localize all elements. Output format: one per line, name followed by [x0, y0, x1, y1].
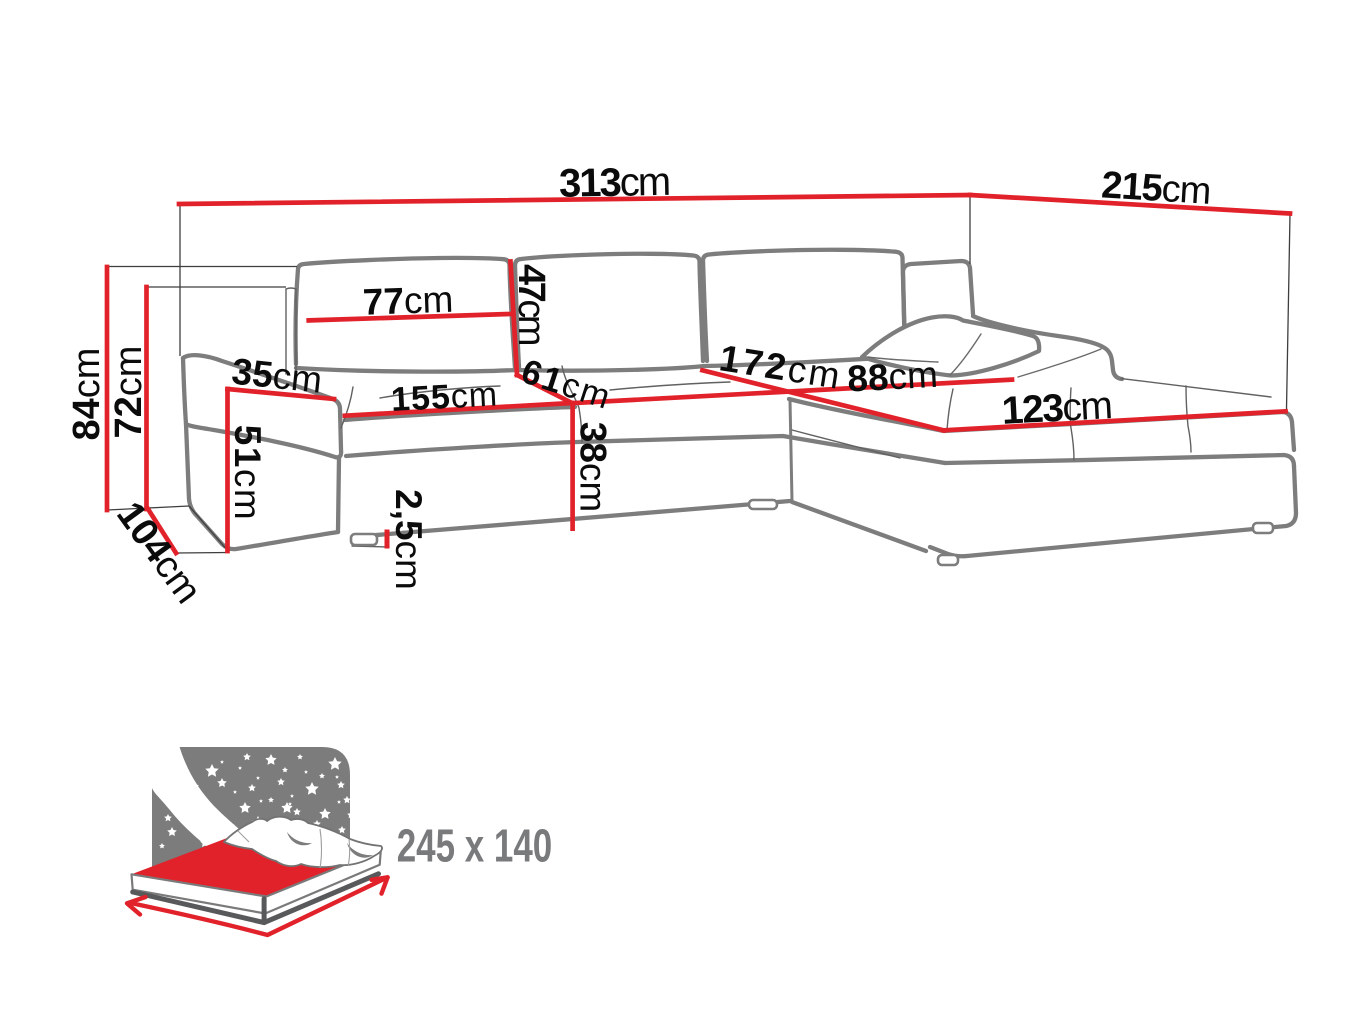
svg-text:84cm: 84cm [66, 348, 108, 441]
svg-text:38cm: 38cm [572, 422, 613, 512]
svg-text:77cm: 77cm [362, 279, 454, 323]
svg-text:88cm: 88cm [846, 354, 939, 400]
svg-text:72cm: 72cm [108, 346, 150, 439]
svg-text:155cm: 155cm [390, 375, 499, 419]
svg-text:47cm: 47cm [510, 264, 552, 345]
svg-text:51cm: 51cm [227, 425, 268, 521]
svg-text:123cm: 123cm [1001, 384, 1113, 433]
svg-text:313cm: 313cm [559, 160, 670, 206]
svg-text:245 x 140: 245 x 140 [397, 820, 552, 872]
svg-text:2,5cm: 2,5cm [388, 489, 429, 590]
svg-text:215cm: 215cm [1100, 164, 1211, 213]
svg-text:35cm: 35cm [230, 351, 324, 401]
